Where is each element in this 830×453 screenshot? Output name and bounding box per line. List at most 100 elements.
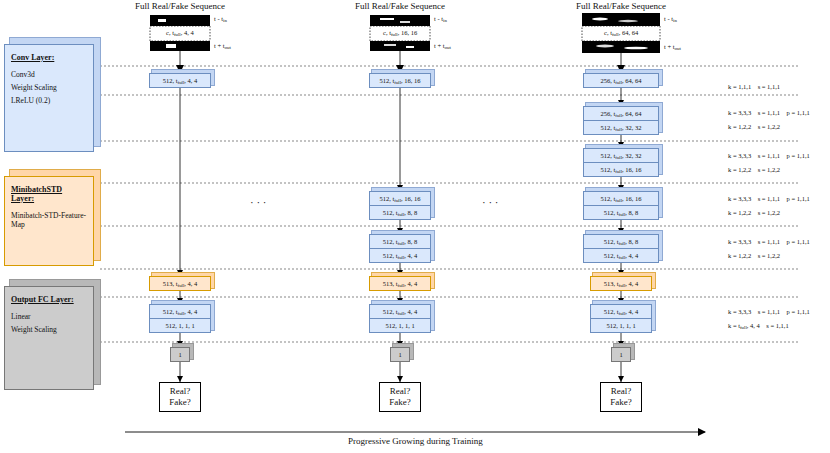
kernel-label: k = 3,3,3 s = 1,1,1 p = 1,1,1: [728, 308, 810, 316]
input-sequence-images: [150, 13, 660, 53]
tensor-label: c, tfull, 64, 64: [604, 29, 638, 37]
node-text: 512, tfull, 16, 16: [584, 162, 658, 176]
kernel-label: k = 1,2,2 s = 1,2,2: [728, 209, 780, 217]
kernel-label: k = 1,1,1 s = 1,1,1: [728, 83, 780, 91]
node-text: 512, tfull, 4, 4: [150, 305, 210, 318]
node-text: 512, tfull, 8, 8: [584, 235, 658, 248]
kernel-label: k = 1,2,2 s = 1,2,2: [728, 252, 780, 260]
connector-arrow: [621, 362, 622, 382]
node-text: Real? Fake?: [162, 386, 198, 408]
output-box: Real? Fake?: [379, 382, 421, 412]
node-text: Real? Fake?: [603, 386, 639, 408]
node-text: 512, tfull, 16, 16: [584, 192, 658, 205]
conv-block: 512, tfull, 8, 8512, tfull, 4, 4: [369, 234, 431, 263]
tensor-label: c, tfull, 16, 16: [383, 29, 417, 37]
node-text: 512, tfull, 32, 32: [584, 120, 658, 134]
kernel-label: k = tfull, 4, 4 s = 1,1,1: [728, 322, 789, 330]
output-fc-legend: Output FC Layer: LinearWeight Scaling: [4, 286, 94, 390]
conv-block: 512, tfull, 16, 16: [369, 73, 431, 88]
conv-block: 512, tfull, 4, 4512, 1, 1, 1: [149, 304, 211, 333]
node-text: 1: [391, 348, 409, 361]
conv-block: 512, tfull, 32, 32512, tfull, 16, 16: [583, 148, 659, 177]
tensor-label: c, tfull, 4, 4: [166, 29, 194, 37]
node-text: Minibatch-STD-Feature-Map: [11, 211, 87, 229]
kernel-label: k = 1,2,2 s = 1,2,2: [728, 123, 780, 131]
connector-arrow: [621, 88, 622, 106]
connector-arrow: [621, 220, 622, 234]
row-separators: [100, 66, 800, 342]
minibatchstd-block: 513, tfull, 4, 4: [590, 276, 652, 291]
node-text: Weight Scaling: [11, 83, 87, 92]
layer-heading: Conv Layer:: [11, 53, 87, 62]
connector-arrow: [180, 333, 181, 347]
kernel-label: k = 3,3,3 s = 1,1,1 p = 1,1,1: [728, 152, 810, 160]
kernel-label: k = 3,3,3 s = 1,1,1 p = 1,1,1: [728, 109, 810, 117]
time-label: t + tout: [664, 43, 681, 51]
node-text: 512, tfull, 4, 4: [584, 248, 658, 262]
time-label: t + tout: [434, 42, 451, 50]
fc-block: 1: [611, 347, 631, 362]
node-text: Linear: [11, 312, 87, 321]
node-text: 512, 1, 1, 1: [591, 318, 651, 332]
kernel-label: k = 1,2,2 s = 1,2,2: [728, 166, 780, 174]
node-text: 512, tfull, 4, 4: [591, 305, 651, 318]
node-text: 512, tfull, 4, 4: [370, 305, 430, 318]
column-heading: Full Real/Fake Sequence: [135, 1, 225, 12]
node-text: Real? Fake?: [382, 386, 418, 408]
ellipsis: · · ·: [482, 196, 499, 209]
node-text: 512, tfull, 32, 32: [584, 149, 658, 162]
kernel-label: k = 3,3,3 s = 1,1,1 p = 1,1,1: [728, 238, 810, 246]
conv-block: 512, tfull, 4, 4512, 1, 1, 1: [369, 304, 431, 333]
node-text: 512, tfull, 4, 4: [370, 248, 430, 262]
node-text: 256, tfull, 64, 64: [584, 107, 658, 120]
node-text: 513, tfull, 4, 4: [591, 277, 651, 290]
node-text: LReLU (0.2): [11, 96, 87, 105]
node-text: Conv3d: [11, 70, 87, 79]
time-label: t - tin: [214, 15, 227, 23]
minibatchstd-block: 513, tfull, 4, 4: [369, 276, 431, 291]
connector-arrow: [621, 333, 622, 347]
connector-arrow: [621, 135, 622, 148]
connector-arrow: [400, 291, 401, 304]
node-text: 513, tfull, 4, 4: [370, 277, 430, 290]
node-text: 1: [171, 348, 189, 361]
output-box: Real? Fake?: [600, 382, 642, 412]
connector-arrow: [400, 220, 401, 234]
connector-arrow: [180, 362, 181, 382]
conv-block: 512, tfull, 8, 8512, tfull, 4, 4: [583, 234, 659, 263]
node-text: 512, tfull, 8, 8: [370, 235, 430, 248]
connector-arrow: [180, 291, 181, 304]
time-label: t - tin: [664, 15, 677, 23]
connector-arrow: [180, 88, 181, 276]
node-text: 512, 1, 1, 1: [370, 318, 430, 332]
conv-block: 512, tfull, 4, 4512, 1, 1, 1: [590, 304, 652, 333]
axis-caption: Progressive Growing during Training: [348, 436, 483, 447]
conv-block: 256, tfull, 64, 64: [583, 73, 659, 88]
layer-heading: Output FC Layer:: [11, 295, 87, 304]
column-heading: Full Real/Fake Sequence: [576, 1, 666, 12]
node-text: 512, 1, 1, 1: [150, 318, 210, 332]
conv-block: 512, tfull, 4, 4: [149, 73, 211, 88]
node-text: 512, tfull, 8, 8: [370, 205, 430, 219]
node-text: Weight Scaling: [11, 325, 87, 334]
connectors: [180, 88, 621, 382]
fc-block: 1: [390, 347, 410, 362]
fc-block: 1: [170, 347, 190, 362]
node-text: 512, tfull, 8, 8: [584, 205, 658, 219]
node-text: 513, tfull, 4, 4: [150, 277, 210, 290]
node-text: 512, tfull, 16, 16: [370, 192, 430, 205]
ellipsis: · · ·: [250, 196, 267, 209]
conv-block: 512, tfull, 16, 16512, tfull, 8, 8: [583, 191, 659, 220]
connector-arrow: [400, 333, 401, 347]
node-text: 512, tfull, 16, 16: [370, 74, 430, 87]
column-heading: Full Real/Fake Sequence: [355, 1, 445, 12]
time-label: t + tout: [214, 42, 231, 50]
conv-block: 512, tfull, 16, 16512, tfull, 8, 8: [369, 191, 431, 220]
progress-arrow: [125, 432, 705, 433]
connector-arrow: [621, 263, 622, 276]
node-text: 1: [612, 348, 630, 361]
kernel-label: k = 3,3,3 s = 1,1,1 p = 1,1,1: [728, 195, 810, 203]
minibatchstd-block: 513, tfull, 4, 4: [149, 276, 211, 291]
connector-arrow: [621, 291, 622, 304]
